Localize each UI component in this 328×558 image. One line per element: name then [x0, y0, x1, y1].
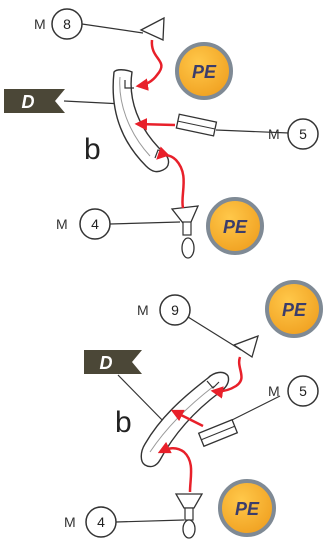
arrow-top-2 [134, 118, 176, 131]
pe-badge-top: PE [175, 42, 233, 100]
marker-m-bottom-b-prefix: M [64, 514, 76, 530]
pe-badge-bottom-b-label: PE [235, 499, 260, 519]
pe-badge-bottom-top-label: PE [223, 217, 248, 237]
pe-badge-bottom-top: PE [206, 197, 264, 255]
arrow-top-3 [156, 146, 185, 209]
curved-part-top [112, 69, 170, 173]
flag-top: D [4, 89, 124, 113]
marker-m-top-number: 8 [63, 16, 71, 32]
nozzle-top [139, 16, 165, 41]
marker-m-side-b: M 5 [231, 375, 319, 421]
nozzle-bottom-top [170, 205, 200, 259]
marker-m-top-b-prefix: M [137, 302, 149, 318]
flag-top-label: D [22, 92, 35, 112]
nozzle-top-b [232, 334, 259, 359]
arrow-bottom-3 [157, 441, 193, 493]
pe-badge-top-b-label: PE [282, 300, 307, 320]
pe-badge-top-label: PE [192, 62, 217, 82]
label-b-top: b [84, 133, 101, 166]
marker-m-side-top-number: 5 [299, 126, 307, 142]
marker-m-top-b: M 9 [137, 294, 242, 351]
pe-badge-bottom-b: PE [218, 479, 276, 537]
connector-top [175, 113, 218, 137]
label-b-bottom: b [115, 406, 132, 439]
arrow-bottom-2 [170, 409, 204, 428]
marker-m-top-b-number: 9 [171, 302, 179, 318]
top-panel: M 8 PE D b M [4, 8, 319, 259]
arrow-bottom-1 [210, 356, 243, 399]
marker-m-top: M 8 [34, 8, 144, 40]
bottom-panel: M 9 PE D b M [64, 280, 323, 539]
marker-m-bottom-top-number: 4 [91, 216, 99, 232]
pe-badge-top-b: PE [265, 280, 323, 338]
nozzle-bottom-b [174, 493, 204, 539]
flag-bottom: D [84, 350, 171, 429]
marker-m-side-b-number: 5 [299, 383, 307, 399]
marker-m-bottom-b: M 4 [64, 506, 185, 538]
marker-m-bottom-top-prefix: M [56, 216, 68, 232]
marker-m-side-b-prefix: M [268, 383, 280, 399]
marker-m-bottom-top: M 4 [56, 208, 181, 240]
marker-m-side-top: M 5 [215, 118, 319, 150]
connector-bottom [197, 418, 239, 448]
flag-bottom-label: D [100, 353, 113, 373]
marker-m-top-prefix: M [34, 16, 46, 32]
arrow-top-1 [135, 39, 163, 91]
marker-m-side-top-prefix: M [268, 126, 280, 142]
marker-m-bottom-b-number: 4 [97, 514, 105, 530]
